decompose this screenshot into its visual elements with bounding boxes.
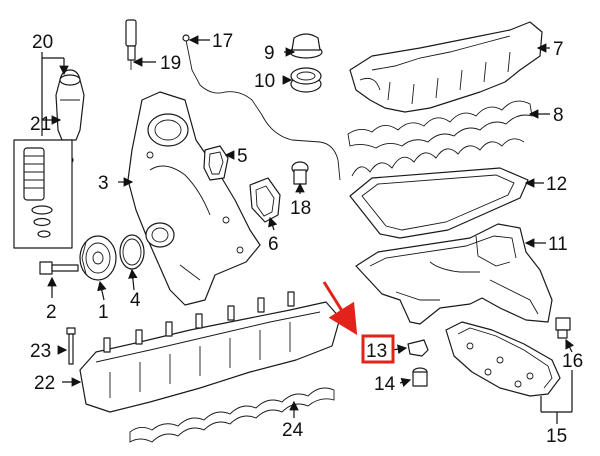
oil-filler-cap (289, 33, 323, 59)
seal-ring (119, 234, 145, 270)
callout-4: 4 (130, 290, 141, 311)
callout-16: 16 (562, 351, 583, 372)
wavy-gasket (351, 138, 525, 177)
sensor (125, 19, 137, 70)
callout-17: 17 (212, 31, 233, 52)
bracket (407, 339, 429, 357)
valve-cover (349, 21, 543, 113)
callout-23: 23 (30, 341, 51, 362)
callout-21: 21 (30, 114, 51, 135)
oil-filter-housing (55, 69, 85, 164)
valve-cover-gasket (347, 100, 533, 149)
callout-18: 18 (290, 198, 311, 219)
timing-cover (127, 91, 261, 306)
breather-plug (291, 161, 309, 185)
callout-labels: 20 21 19 17 9 10 7 8 5 3 18 12 6 11 2 1 … (30, 31, 583, 447)
crank-pulley (79, 235, 117, 281)
oil-pan-gasket (349, 167, 529, 239)
intake-manifold (79, 291, 341, 413)
callout-3: 3 (98, 173, 109, 194)
callout-6: 6 (268, 234, 279, 255)
lower-oil-pan (445, 321, 561, 397)
oil-pan (355, 223, 553, 325)
callout-11: 11 (548, 234, 568, 255)
callout-8: 8 (553, 105, 564, 126)
callout-24: 24 (282, 420, 304, 441)
dipstick-tube (182, 34, 341, 181)
cap-seal (290, 67, 322, 93)
callout-1: 1 (98, 302, 109, 323)
callout-10: 10 (254, 71, 275, 92)
manifold-gasket (129, 387, 335, 443)
highlight-box (361, 334, 395, 364)
callout-22: 22 (34, 373, 55, 394)
callout-20: 20 (32, 32, 53, 53)
drain-plug (555, 317, 571, 339)
callout-15: 15 (546, 426, 567, 447)
callout-9: 9 (264, 43, 275, 64)
leader-lines (41, 35, 575, 424)
callout-5: 5 (237, 146, 248, 167)
callout-12: 12 (546, 174, 567, 195)
callout-2: 2 (46, 302, 57, 323)
manifold-bolt (66, 327, 76, 365)
callout-19: 19 (160, 53, 181, 74)
screw-plug (412, 367, 428, 387)
pulley-bolt (39, 261, 79, 275)
highlight-arrow (322, 281, 358, 336)
callout-14: 14 (374, 374, 396, 395)
oil-filter-kit-box (13, 139, 73, 249)
gasket-small (203, 145, 229, 181)
callout-13: 13 (366, 341, 387, 362)
callout-7: 7 (553, 39, 564, 60)
